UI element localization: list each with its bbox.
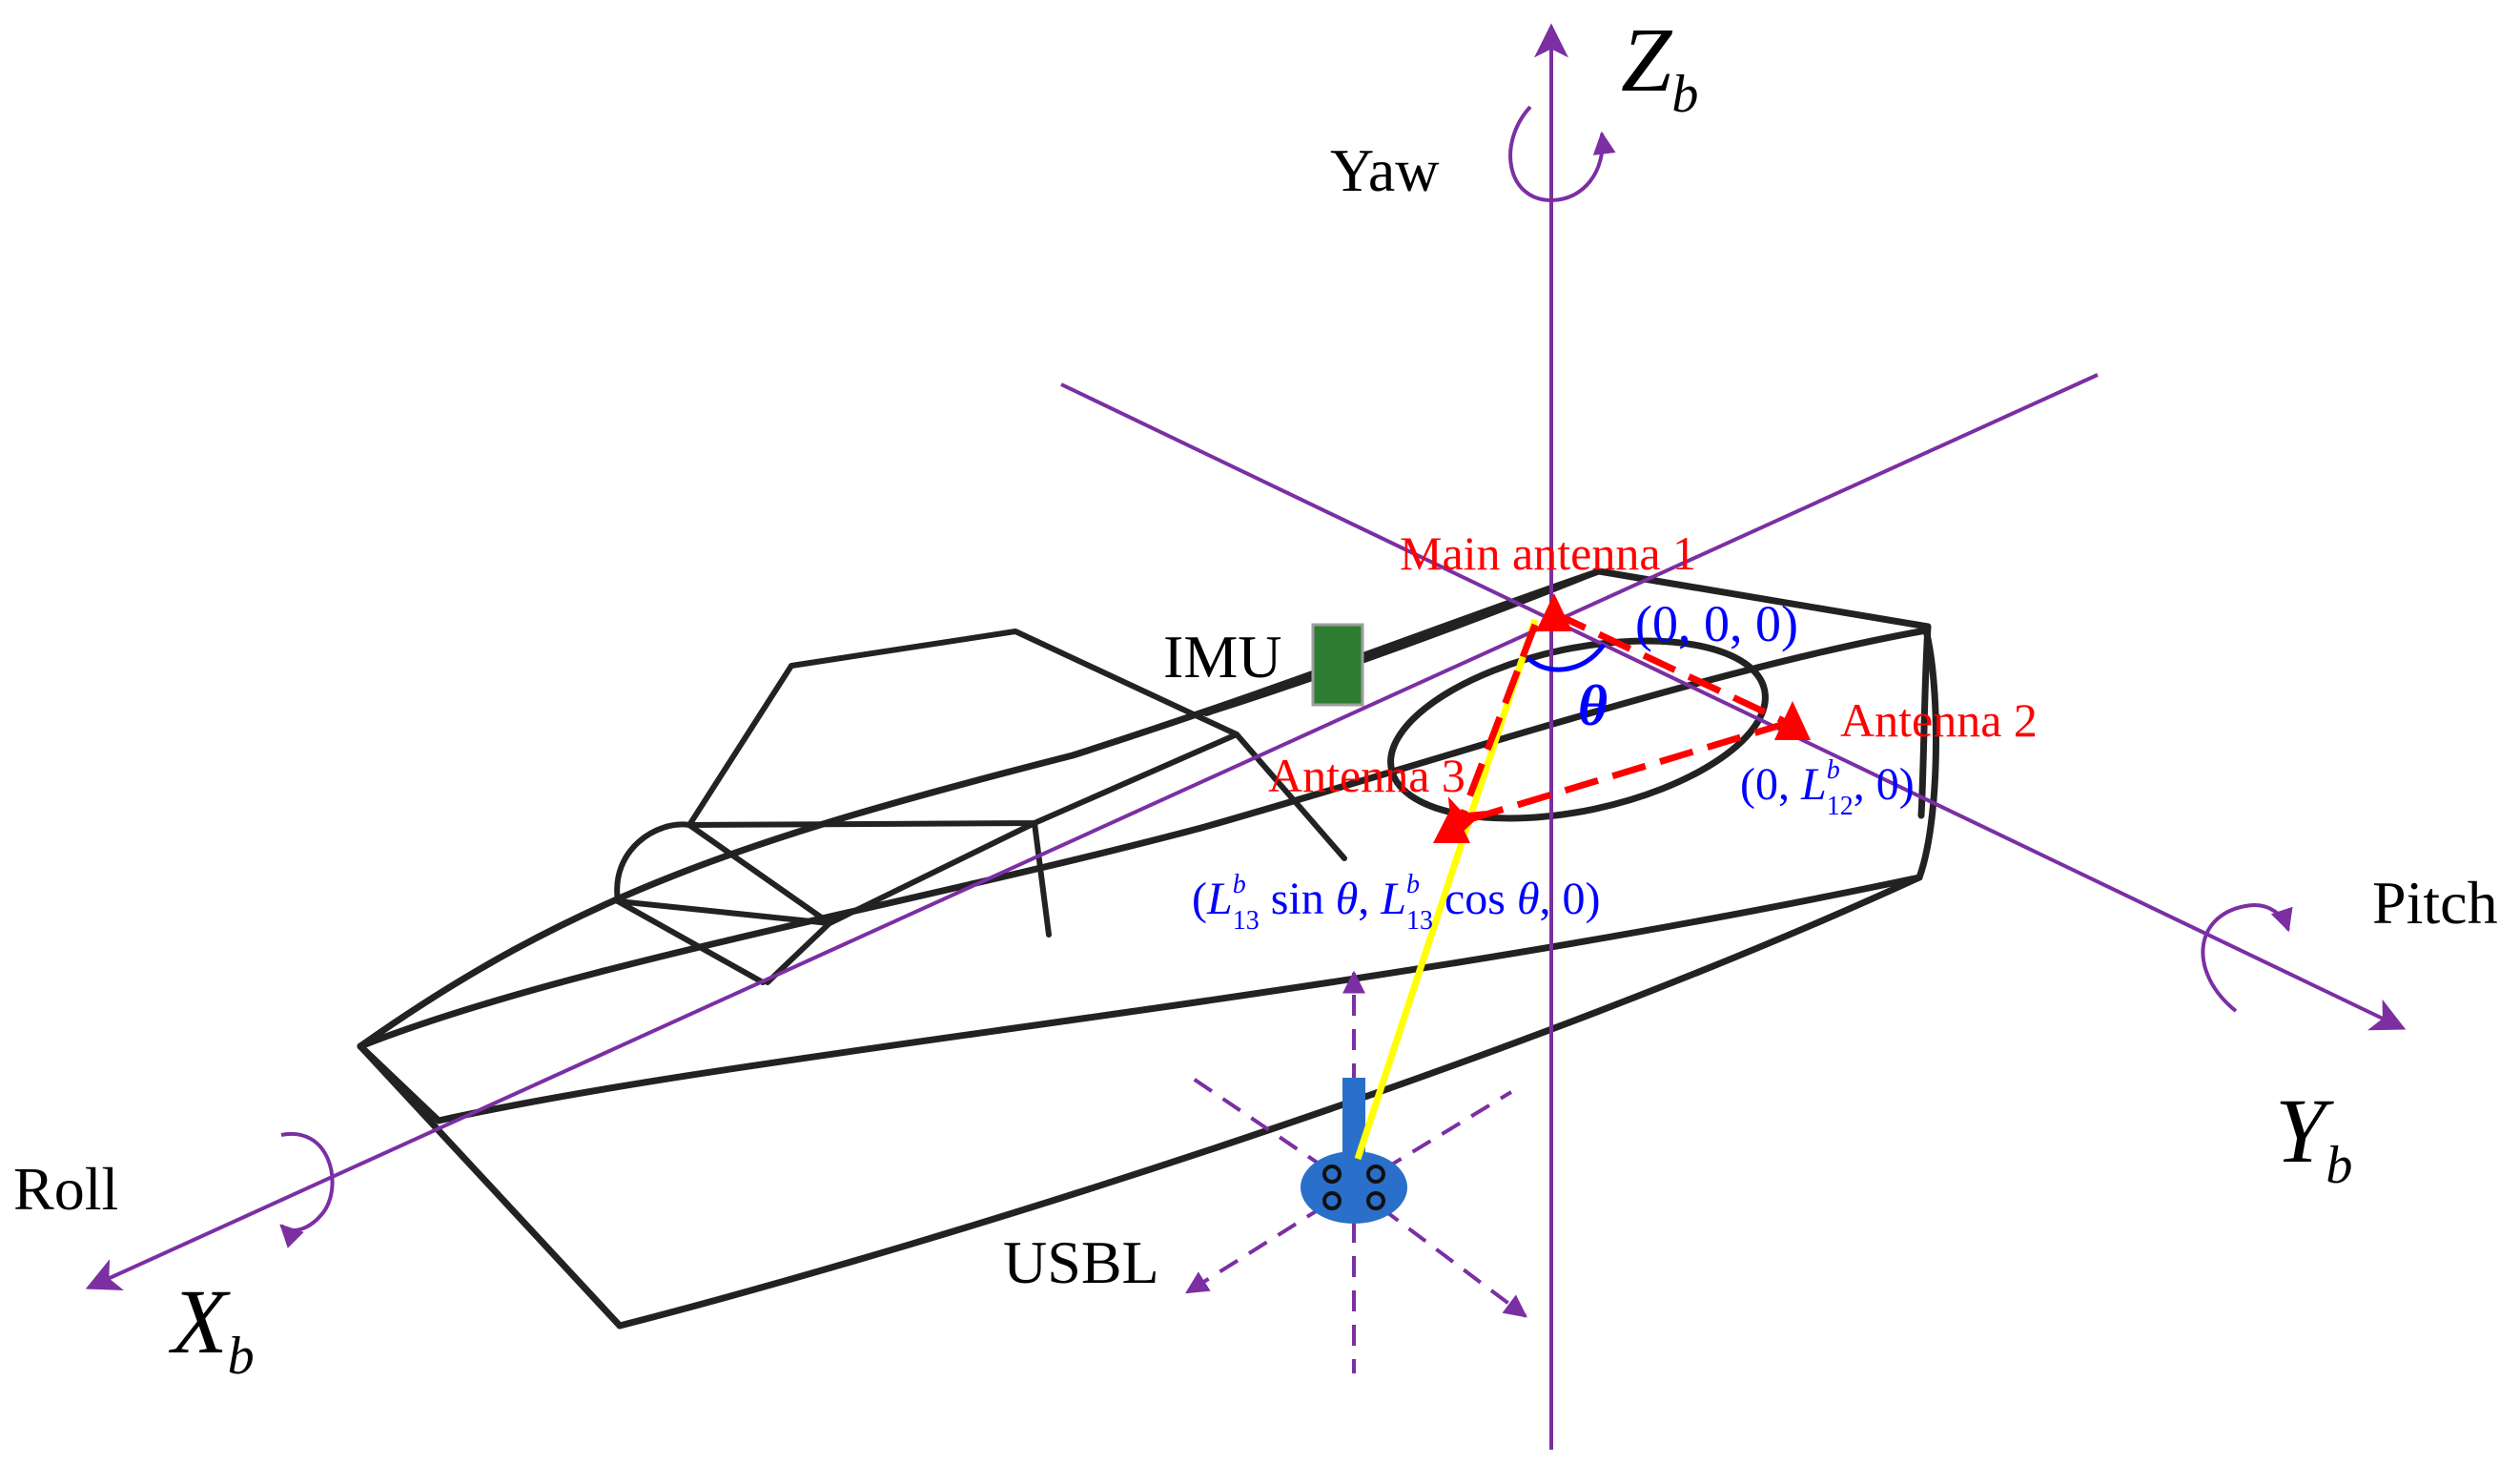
antenna-3-label: Antenna 3 [1268, 749, 1465, 802]
usbl-element [1322, 1191, 1342, 1210]
cabin-roof [686, 629, 1240, 828]
antenna-2-marker [1774, 701, 1811, 740]
boat-chine-line [435, 874, 1923, 1124]
y-axis-label: Yb [2275, 1080, 2352, 1195]
baseline-1-to-3 [1447, 623, 1539, 841]
baseline-1-to-2 [1552, 609, 1790, 727]
cabin-rear-wall [1234, 732, 1347, 861]
z-axis-label: Zb [1621, 9, 1698, 124]
boat-deck-front-edge [357, 567, 1603, 1050]
boat-bow-upper [357, 1042, 442, 1124]
imu-label: IMU [1163, 623, 1281, 691]
antenna-to-usbl-line [1354, 618, 1539, 1161]
usbl-beam-up-right [1352, 1090, 1513, 1189]
antenna-2-label: Antenna 2 [1840, 693, 2038, 747]
usbl-element [1366, 1165, 1385, 1184]
yaw-rotation-arrow [1508, 105, 1616, 203]
cabin-front-lower [615, 898, 832, 926]
usbl-element [1366, 1191, 1385, 1210]
main-antenna-1-marker [1536, 593, 1572, 631]
antenna-baselines [1447, 609, 1790, 841]
cabin-deck-line [1203, 568, 1602, 716]
boat-keel-line [616, 874, 1923, 1330]
pitch-rotation-arrow [2201, 903, 2293, 1013]
main-antenna-1-label: Main antenna 1 [1400, 526, 1696, 580]
boat-cabin [614, 568, 1602, 985]
usbl-element [1322, 1165, 1342, 1184]
usbl-device [1184, 970, 1527, 1373]
pitch-label: Pitch [2372, 869, 2498, 937]
roll-label: Roll [13, 1155, 118, 1223]
boat-hull [357, 567, 1939, 1330]
roll-rotation-arrow [279, 1131, 335, 1248]
theta-angle-arc [1526, 643, 1607, 672]
boat-bow [357, 1042, 624, 1330]
y-axis-line [1060, 382, 2407, 1031]
boat-gunwale-line [357, 627, 1930, 1050]
cabin-front-edge [615, 898, 766, 985]
antenna-markers [1433, 593, 1811, 843]
main-antenna-coordinates: (0, 0, 0) [1635, 595, 1798, 652]
theta-label: θ [1578, 674, 1608, 737]
cabin-front-dome [614, 821, 692, 904]
rotation-indicators [279, 105, 2293, 1248]
cabin-side-pillar [1032, 820, 1052, 938]
cockpit-opening [1387, 637, 1769, 822]
usbl-transducer [1301, 1151, 1407, 1224]
antenna-3-marker [1433, 806, 1470, 843]
x-axis-line [85, 373, 2099, 1290]
yaw-label: Yaw [1330, 136, 1439, 204]
usbl-label: USBL [1003, 1228, 1159, 1296]
boat-stern-curve [1916, 627, 1939, 881]
boat-top-rim [1595, 567, 1932, 630]
x-axis-label: Xb [168, 1270, 255, 1386]
body-axes [85, 23, 2407, 1450]
usbl-transducer-elements [1322, 1165, 1385, 1210]
baseline-2-to-3 [1449, 719, 1790, 829]
imu-box [1311, 623, 1364, 707]
cabin-windshield [686, 820, 1037, 926]
